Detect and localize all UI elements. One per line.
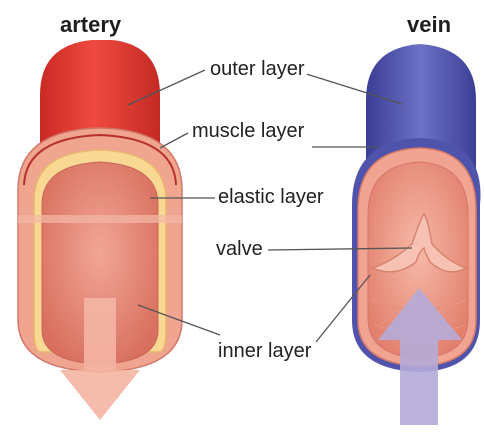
valve-label: valve [214, 238, 265, 261]
inner-layer-label: inner layer [216, 340, 313, 363]
elastic-layer-label: elastic layer [216, 186, 326, 209]
muscle-layer-label: muscle layer [190, 120, 306, 143]
outer-layer-label: outer layer [208, 58, 307, 81]
artery-title: artery [60, 12, 121, 38]
vein-title: vein [407, 12, 451, 38]
